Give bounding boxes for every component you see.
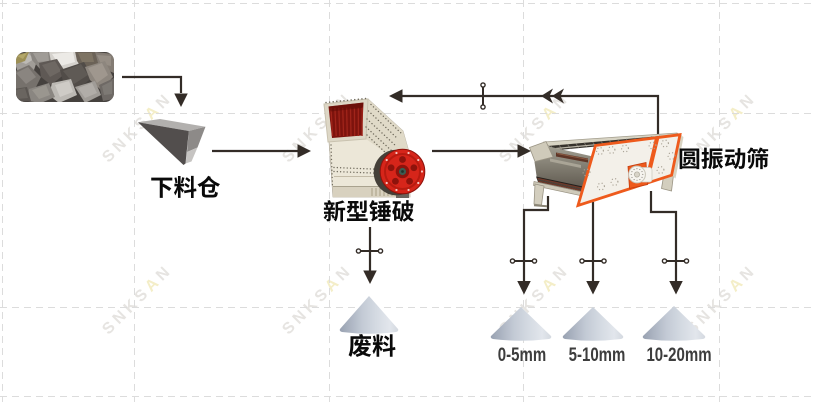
- hopper-graphic: [138, 119, 206, 165]
- flow-screen-return-to-crusher: [389, 82, 660, 140]
- hammer-crusher-graphic: [323, 97, 426, 198]
- crusher-label: [323, 200, 414, 222]
- hopper-label: [151, 175, 221, 198]
- product-fine-label: 0-5mm: [497, 345, 547, 366]
- raw-material-photo: [16, 52, 114, 102]
- flow-raw-to-hopper: [122, 75, 188, 107]
- flow-crusher-to-waste: [355, 227, 384, 284]
- product-pile-cone-coarse: [642, 306, 706, 341]
- flow-screen-to-product-coarse: [649, 191, 690, 295]
- product-medium-label: 5-10mm: [568, 345, 626, 366]
- product-pile-cone-medium: [562, 307, 624, 341]
- product-coarse-label: 10-20mm: [646, 345, 712, 366]
- screen-label: [679, 147, 769, 170]
- flow-screen-to-product-medium: [579, 202, 607, 295]
- flow-screen-to-product-fine: [509, 196, 550, 295]
- waste-label: [348, 334, 396, 357]
- waste-pile-cone: [339, 296, 399, 334]
- flow-crusher-to-screen: [432, 144, 531, 158]
- product-pile-cone-fine: [490, 307, 552, 341]
- vibrating-screen-graphic: [528, 132, 684, 208]
- flow-hopper-to-crusher: [212, 144, 311, 158]
